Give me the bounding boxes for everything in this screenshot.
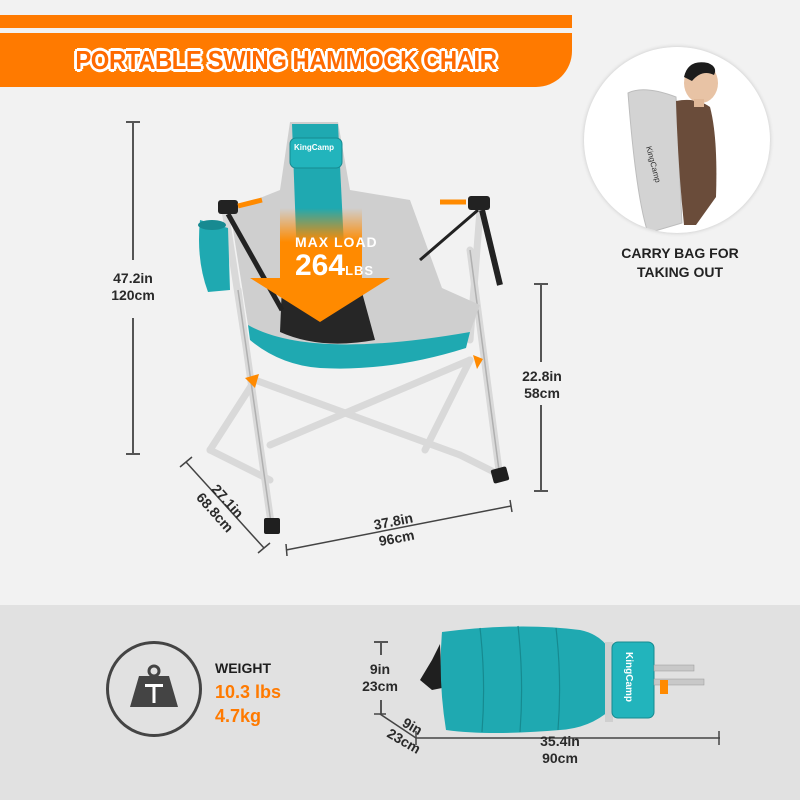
height-dimension-cap-bottom: [126, 453, 140, 455]
packed-base-dimension-lines: [374, 713, 720, 745]
max-load-value: 264: [295, 249, 346, 282]
seat-height-line-top: [540, 284, 542, 362]
height-dimension-label: 47.2in 120cm: [111, 270, 155, 303]
height-dimension-cap-top: [126, 121, 140, 123]
weight-kg-value: 4.7kg: [215, 706, 262, 726]
max-load-badge: MAX LOAD 264LBS: [295, 234, 378, 287]
seat-height-cap-bottom: [534, 490, 548, 492]
svg-text:KingCamp: KingCamp: [623, 652, 634, 702]
seat-height-cap-top: [534, 283, 548, 285]
carry-bag-caption: CARRY BAG FOR TAKING OUT: [590, 244, 770, 282]
svg-text:KingCamp: KingCamp: [294, 143, 334, 152]
seat-height-label: 22.8in 58cm: [522, 368, 562, 401]
packed-height-cap-top: [374, 641, 388, 643]
seat-height-line-bottom: [540, 405, 542, 491]
base-dimension-lines: [179, 456, 513, 557]
weight-icon: [130, 664, 178, 707]
weight-label: WEIGHT: [215, 660, 271, 676]
packed-height-line-top: [380, 642, 382, 655]
weight-icon-circle: [106, 641, 202, 737]
carry-caption-line-2: TAKING OUT: [636, 264, 724, 280]
height-dimension-line-bottom: [132, 318, 134, 454]
weight-lbs-value: 10.3 lbs: [215, 682, 282, 702]
packed-chair-illustration: KingCamp: [420, 625, 705, 733]
max-load-unit: LBS: [345, 263, 375, 278]
hammock-chair-illustration: KingCamp: [198, 122, 510, 534]
packed-height-label: 9in 23cm: [362, 661, 398, 694]
title-banner: PORTABLE SWING HAMMOCK CHAIR: [0, 33, 572, 87]
height-dimension-line-top: [132, 122, 134, 260]
packed-length-label: 35.4in 90cm: [540, 733, 580, 766]
carry-caption-line-1: CARRY BAG FOR: [621, 245, 739, 261]
packed-height-line-bottom: [380, 700, 382, 714]
banner-accent-line: [0, 15, 572, 28]
page-title: PORTABLE SWING HAMMOCK CHAIR: [75, 44, 497, 75]
person-with-carry-bag-illustration: KingCamp: [627, 62, 718, 233]
max-load-label: MAX LOAD: [295, 234, 378, 250]
carry-bag-image: KingCamp: [584, 47, 770, 233]
